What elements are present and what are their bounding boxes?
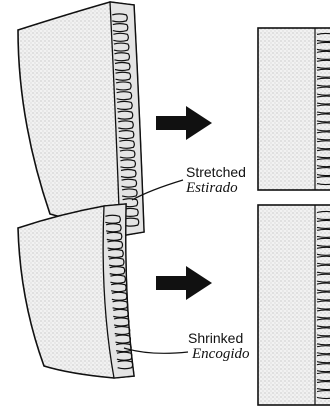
shrinked-label-en: Shrinked	[188, 330, 243, 346]
stretched-result-panel	[258, 28, 330, 190]
leader-line	[124, 348, 188, 353]
shrinked-result-fabric	[258, 205, 330, 405]
right-arrow-icon	[156, 266, 212, 300]
shrinked-label-es: Encogido	[192, 346, 250, 362]
shrinked-result-panel	[258, 205, 330, 405]
stretched-label-es: Estirado	[186, 180, 238, 196]
shrinked-panel	[18, 204, 188, 378]
right-arrow-icon	[156, 106, 212, 140]
stretched-label-en: Stretched	[186, 164, 246, 180]
